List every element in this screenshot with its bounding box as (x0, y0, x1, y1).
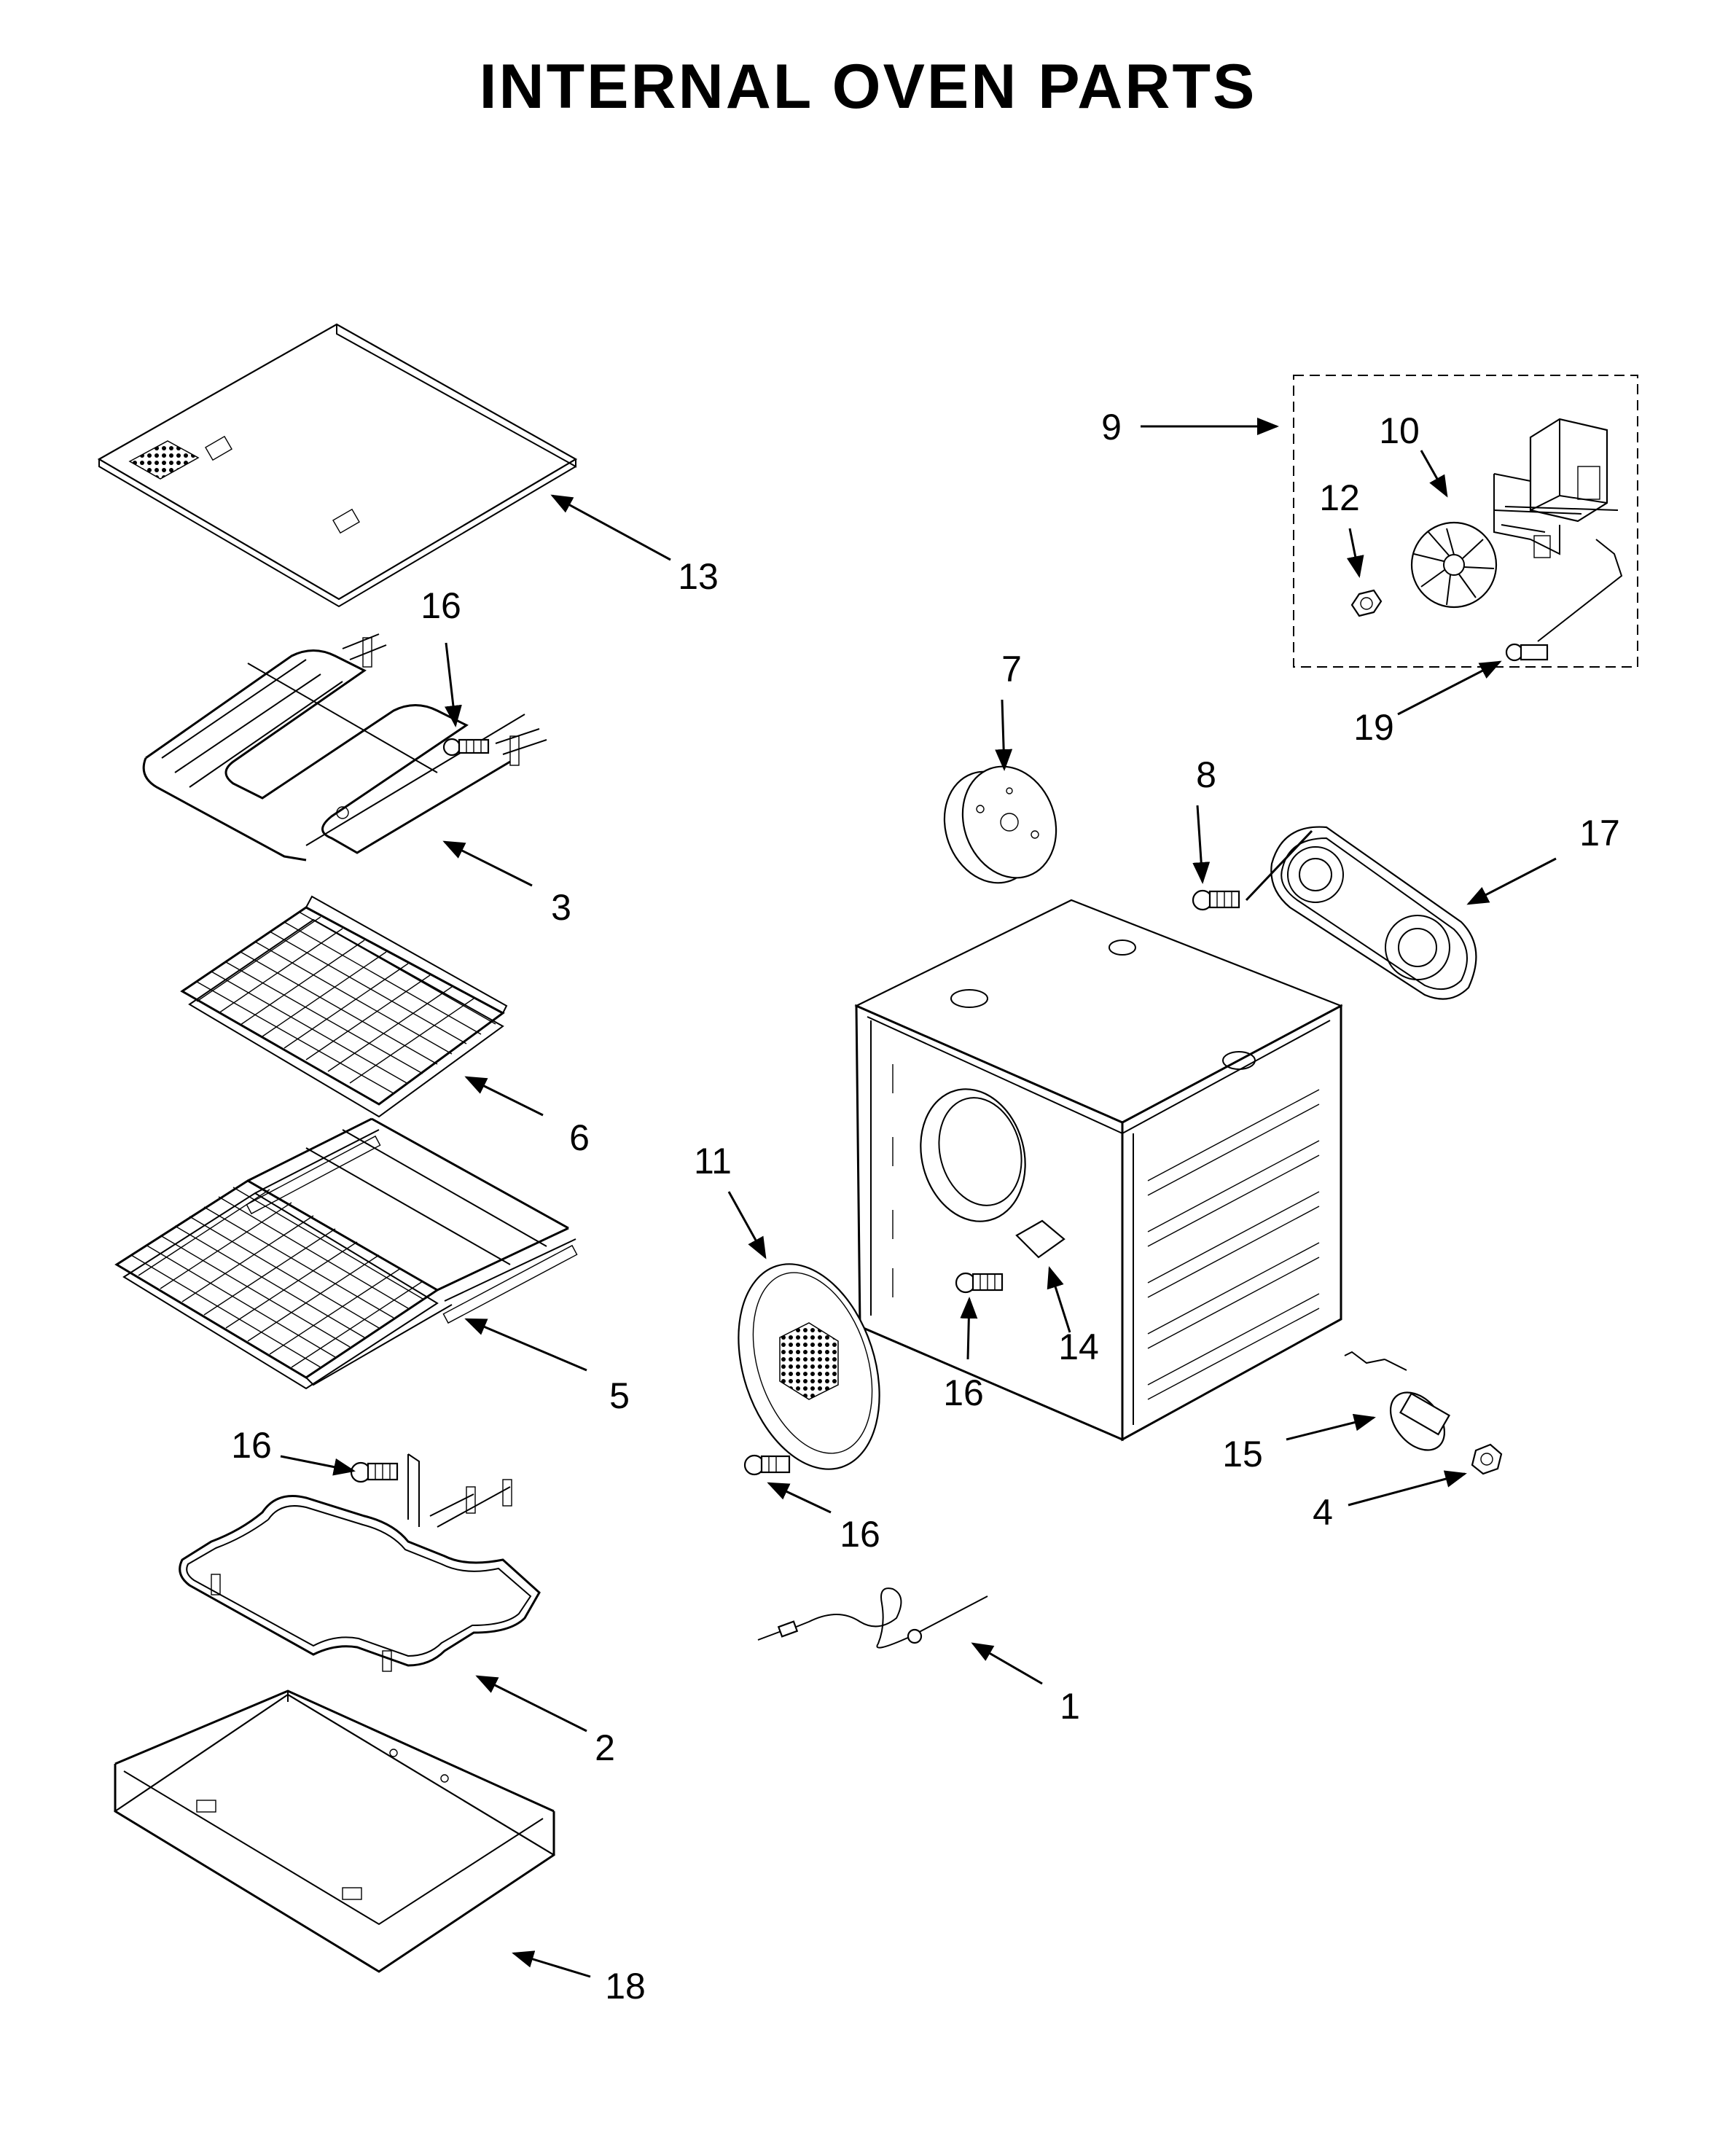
callout-17: 17 (1579, 813, 1620, 853)
callout-3: 3 (551, 887, 571, 928)
callout-14: 14 (1058, 1327, 1099, 1367)
screw-part (1192, 889, 1240, 911)
callout-1: 1 (1060, 1686, 1080, 1727)
page-title: INTERNAL OVEN PARTS (479, 52, 1257, 122)
callout-11: 11 (694, 1141, 732, 1181)
oven-cavity-part (854, 899, 1343, 1442)
callout-12: 12 (1319, 477, 1360, 518)
nut-part (1471, 1443, 1503, 1475)
callout-5: 5 (609, 1375, 630, 1416)
broil-element-part (142, 633, 547, 862)
callout-2: 2 (595, 1727, 615, 1768)
callout-16-broil: 16 (421, 585, 461, 626)
callout-16-bake: 16 (231, 1425, 272, 1466)
bake-element-part (179, 1453, 541, 1672)
screw-part (442, 738, 490, 757)
bottom-tray-part (113, 1689, 556, 1973)
callout-8: 8 (1196, 754, 1216, 795)
meat-probe-part (757, 1587, 988, 1649)
screw-part (955, 1272, 1004, 1294)
callout-labels: 13 16 3 6 5 16 2 18 7 8 9 10 12 19 17 11… (231, 407, 1620, 2007)
screw-part (350, 1461, 399, 1483)
callout-15: 15 (1222, 1434, 1263, 1474)
fan-motor-assembly-part (1293, 375, 1638, 668)
callout-16-cover: 16 (840, 1514, 880, 1555)
callout-4: 4 (1313, 1492, 1333, 1533)
callout-7: 7 (1001, 649, 1022, 690)
screw-part (743, 1454, 791, 1476)
callout-10: 10 (1379, 410, 1420, 451)
callout-16-cavity: 16 (943, 1372, 984, 1413)
top-panel-part (97, 323, 578, 608)
leader-arrows (280, 418, 1557, 1978)
callout-18: 18 (605, 1966, 646, 2007)
fan-cover-part (738, 1263, 880, 1470)
temp-sensor-part (1344, 1351, 1450, 1451)
callout-9: 9 (1101, 407, 1122, 448)
oven-rack-part (180, 895, 508, 1118)
callout-13: 13 (678, 556, 719, 597)
callout-6: 6 (569, 1117, 590, 1158)
vent-cover-part (943, 765, 1057, 884)
convection-housing-part (1245, 826, 1477, 1000)
sliding-rack-part (114, 1117, 578, 1390)
callout-19: 19 (1353, 707, 1394, 748)
